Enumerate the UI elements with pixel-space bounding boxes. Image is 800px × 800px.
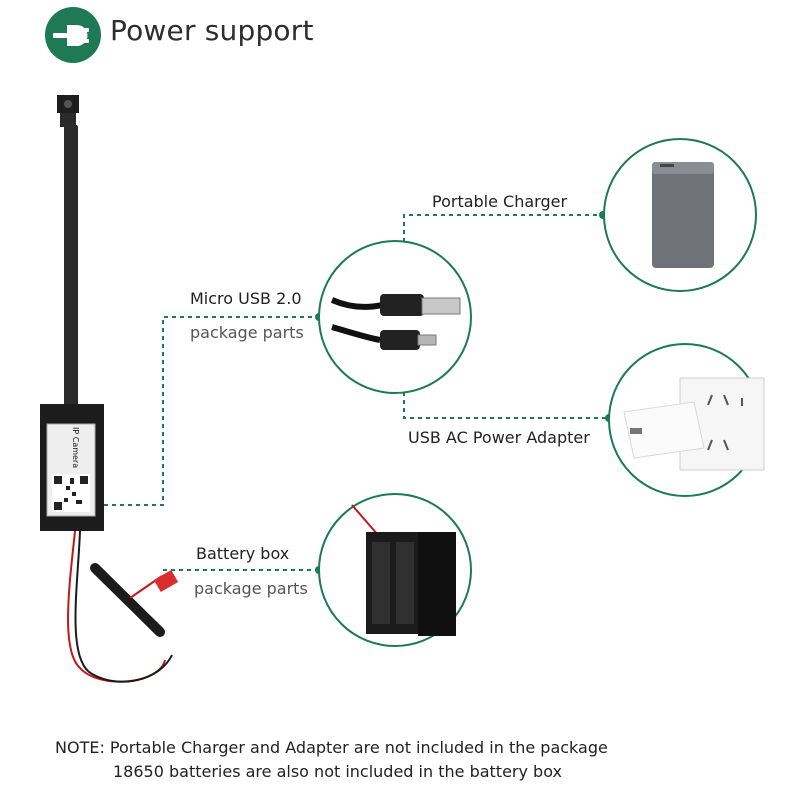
power-bank-icon <box>652 162 714 268</box>
connector-usb-to-adapter <box>403 392 609 419</box>
camera-module-icon <box>40 95 179 683</box>
battery-holder-icon <box>351 504 456 636</box>
power-plug-icon <box>45 7 101 63</box>
page-title: Power support <box>110 14 314 47</box>
battery-box-title: Battery box <box>196 544 290 563</box>
usb-cable-circle <box>318 240 472 394</box>
connector-usb-to-charger <box>403 214 603 242</box>
footer-note-line2: 18650 batteries are also not included in… <box>113 762 562 781</box>
connector-lines <box>104 214 609 571</box>
micro-usb-subtitle: package parts <box>190 323 304 342</box>
device-label-text: IP Camera <box>71 427 80 469</box>
header: Power support <box>0 0 800 70</box>
wall-adapter-icon <box>623 377 765 471</box>
micro-usb-title: Micro USB 2.0 <box>190 289 302 308</box>
usb-cable-icon <box>330 294 461 350</box>
battery-box-subtitle: package parts <box>194 579 308 598</box>
footer-note-line1: NOTE: Portable Charger and Adapter are n… <box>55 738 608 757</box>
usb-ac-adapter-title: USB AC Power Adapter <box>408 428 590 447</box>
device-label: IP Camera <box>71 427 80 468</box>
portable-charger-title: Portable Charger <box>432 192 568 211</box>
connector-device-to-usb <box>104 316 318 506</box>
